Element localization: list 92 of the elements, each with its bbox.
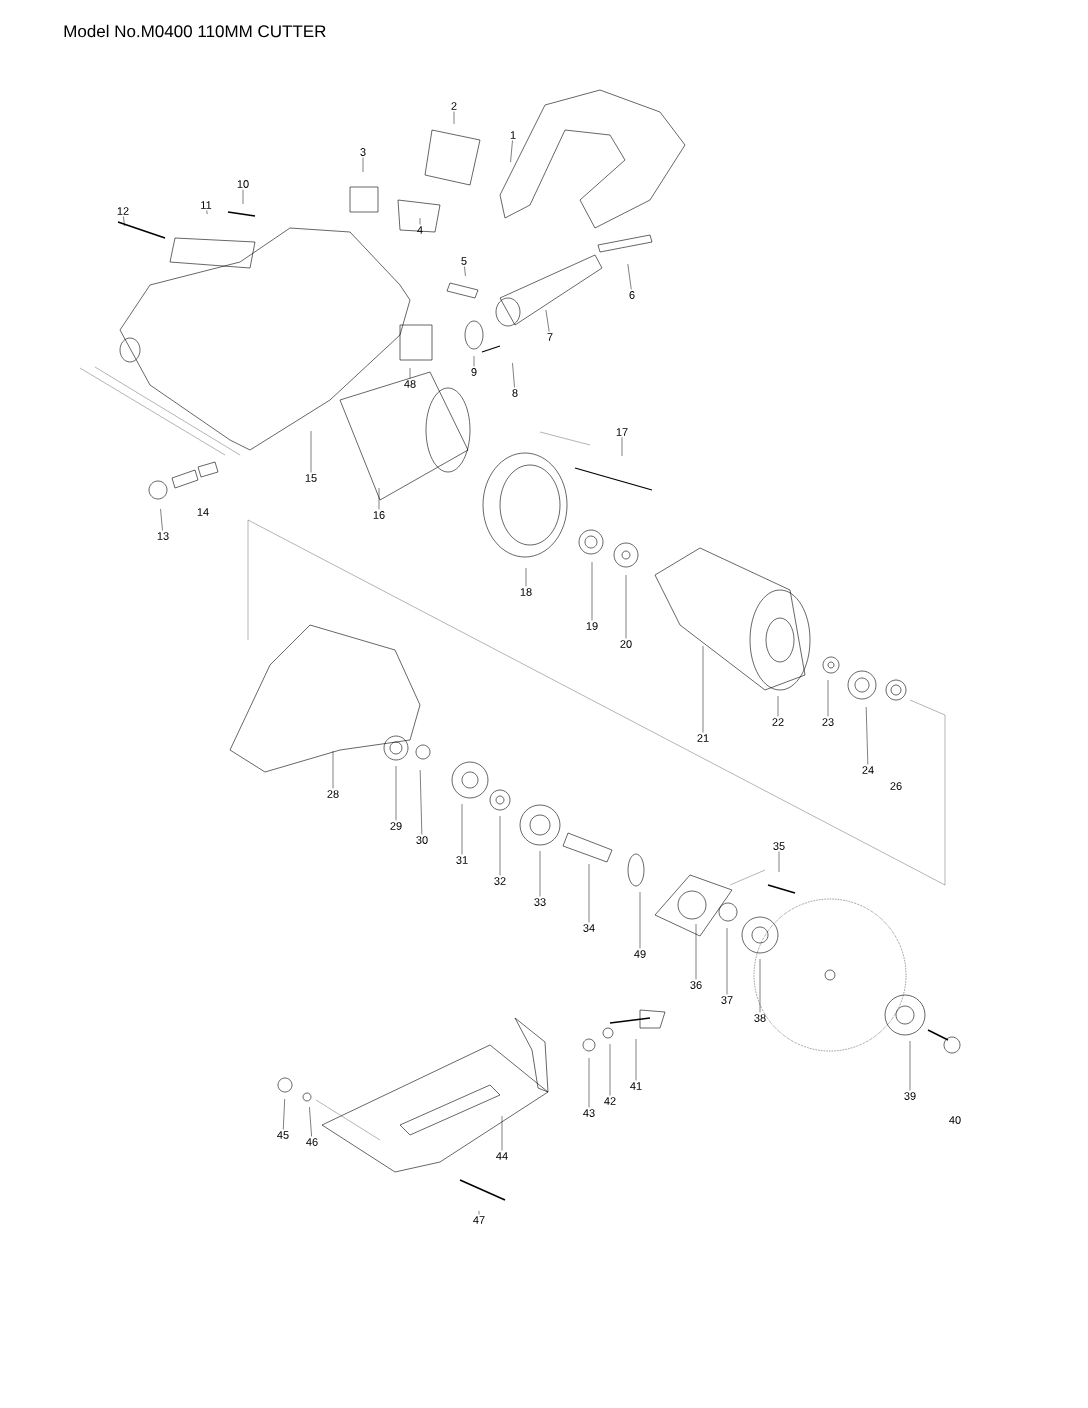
callout-number: 18 [520,588,532,596]
leader-line [759,958,761,1013]
leader-line [588,863,590,923]
leader-line [478,1210,480,1215]
leader-line [695,923,697,980]
callout-number: 17 [616,428,628,436]
leader-line [909,1040,911,1091]
callout-number: 19 [586,622,598,630]
leader-line [539,850,541,897]
leader-line [545,309,550,332]
callout-number: 6 [629,291,635,299]
leader-line [461,803,463,855]
leader-line [510,140,513,163]
leader-line [525,567,527,587]
leader-line [702,645,704,733]
callout-number: 14 [197,508,209,516]
callout-number: 41 [630,1082,642,1090]
leader-line [409,367,411,379]
callout-number: 39 [904,1092,916,1100]
callout-number: 43 [583,1109,595,1117]
callout-number: 48 [404,380,416,388]
callout-number: 21 [697,734,709,742]
callout-number: 36 [690,981,702,989]
callout-number: 4 [417,226,423,234]
leader-line [419,217,421,225]
leader-line [627,263,632,290]
callout-number: 31 [456,856,468,864]
callout-number: 47 [473,1216,485,1224]
callout-number: 37 [721,996,733,1004]
title: Model No.M0400 110MM CUTTER [64,24,326,38]
leader-line [206,210,208,215]
callout-number: 2 [451,102,457,110]
leader-line [609,1043,611,1096]
callout-number: 34 [583,924,595,932]
leader-line [160,508,163,531]
leader-line [501,1115,503,1151]
leader-line [419,769,423,835]
leader-line [464,266,466,277]
callout-number: 24 [862,766,874,774]
leader-line [512,362,515,388]
leader-line [588,1057,590,1108]
leader-line [591,561,593,621]
callout-number: 20 [620,640,632,648]
callout-number: 35 [773,842,785,850]
callout-number: 33 [534,898,546,906]
leader-line [283,1098,285,1130]
leader-line [362,157,364,173]
leader-line [865,706,869,765]
callout-number: 29 [390,822,402,830]
leader-line [123,216,125,227]
callout-number: 49 [634,950,646,958]
callout-number: 16 [373,511,385,519]
callout-number: 13 [157,532,169,540]
callout-number: 1 [510,131,516,139]
callout-number: 15 [305,474,317,482]
callout-number: 45 [277,1131,289,1139]
callout-number: 12 [117,207,129,215]
leader-line [621,437,623,457]
callout-number: 23 [822,718,834,726]
callout-number: 44 [496,1152,508,1160]
callout-number: 32 [494,877,506,885]
leader-line [378,487,380,510]
callout-number: 42 [604,1097,616,1105]
leader-line [310,430,312,473]
callout-number: 9 [471,368,477,376]
leader-line [395,765,397,821]
leader-line [726,927,728,995]
leader-line [473,355,475,367]
callout-number: 7 [547,333,553,341]
callout-number: 5 [461,257,467,265]
leader-line [639,891,641,949]
callout-number: 8 [512,389,518,397]
callout-number: 30 [416,836,428,844]
callout-number: 46 [306,1138,318,1146]
callout-number: 10 [237,180,249,188]
callout-number: 28 [327,790,339,798]
leader-line [635,1038,637,1081]
leader-line [777,695,779,717]
leader-line [242,189,244,205]
callout-number: 38 [754,1014,766,1022]
leader-line [499,815,501,876]
leader-line [778,851,780,873]
leader-line [309,1106,312,1137]
leader-line [332,750,334,789]
leader-line [827,679,829,717]
callout-number: 11 [201,201,212,209]
leader-line [625,574,627,639]
callout-number: 40 [949,1116,961,1124]
leader-line [453,111,455,125]
callout-number: 3 [360,148,366,156]
callout-number: 22 [772,718,784,726]
callout-number: 26 [890,782,902,790]
